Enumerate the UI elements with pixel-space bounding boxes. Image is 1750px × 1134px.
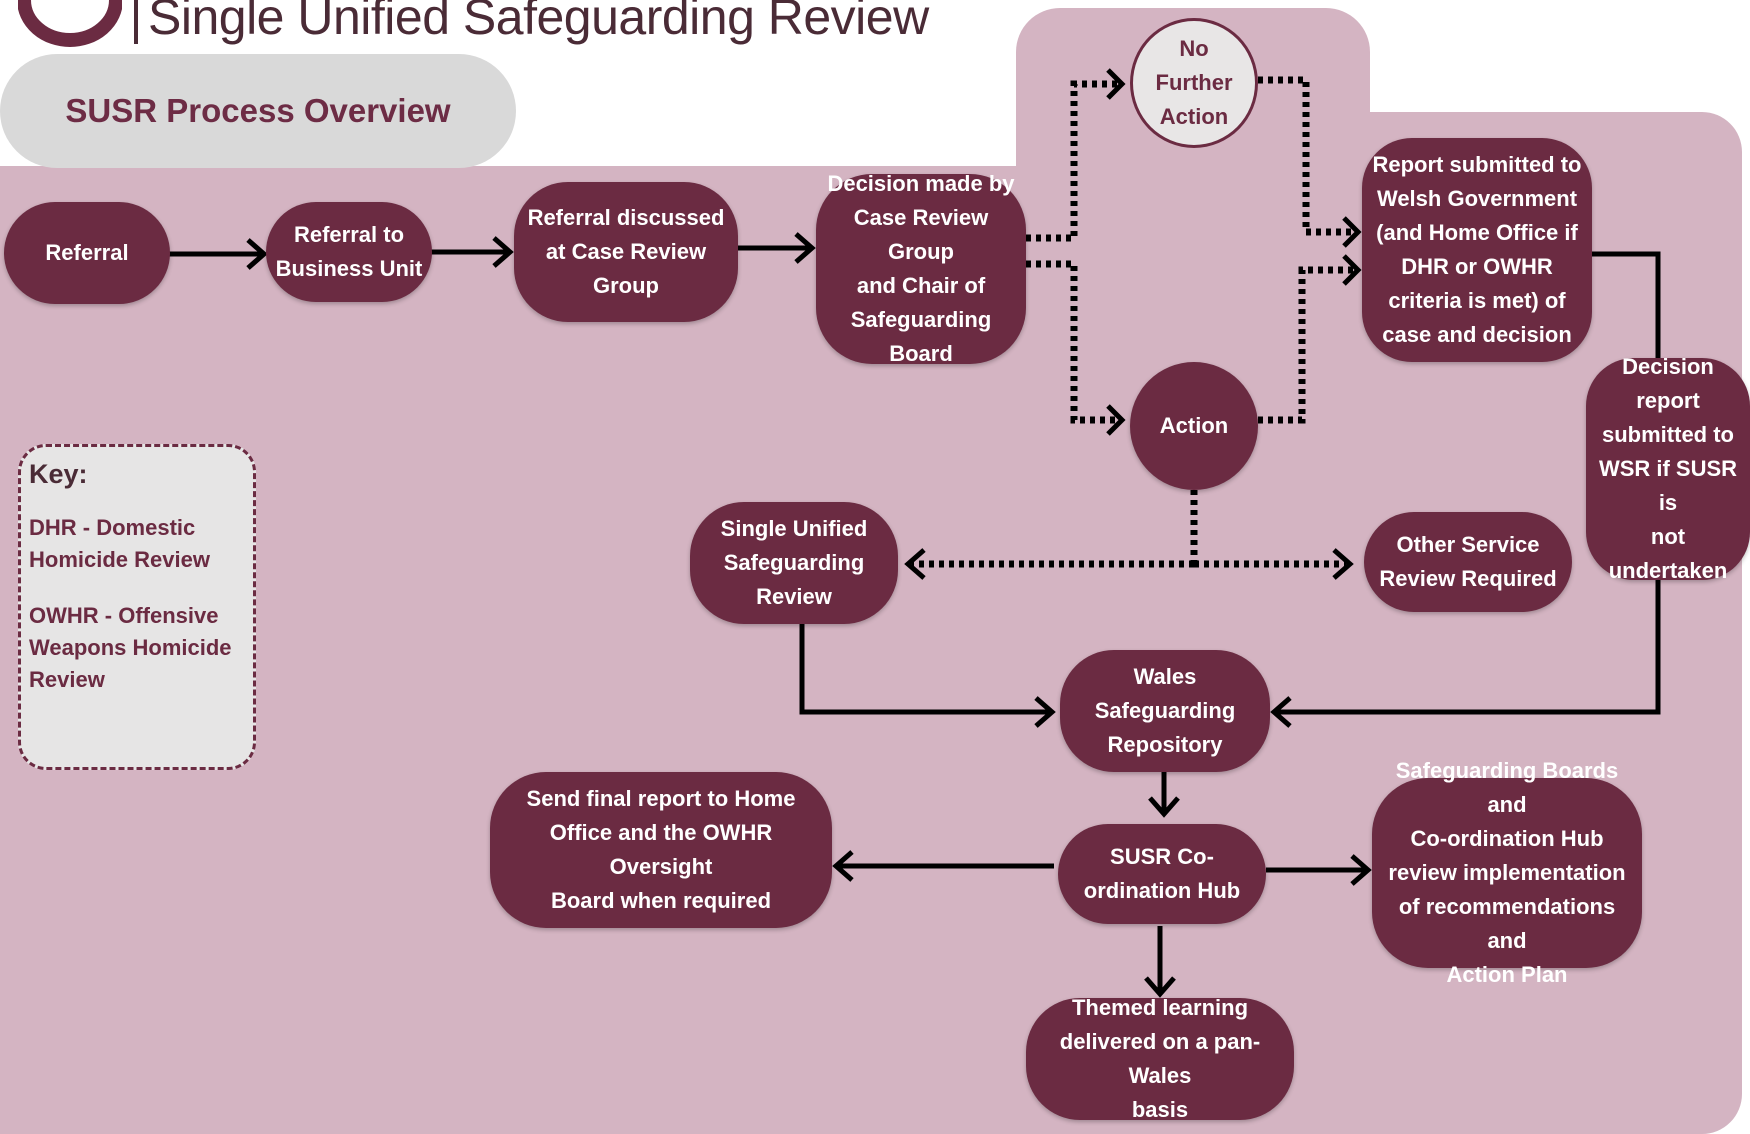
dotted-nfa-to-report: [1258, 76, 1356, 236]
arrow-decision-report-to-wsr: [1274, 580, 1661, 715]
node-susr-label: Single Unified Safeguarding Review: [720, 515, 868, 610]
node-wsr: Wales Safeguarding Repository: [1060, 650, 1270, 772]
node-action: Action: [1130, 362, 1258, 490]
node-send-final-report-label: Send final report to Home Office and the…: [526, 785, 796, 914]
node-report-welsh-gov-label: Report submitted to Welsh Government (an…: [1372, 151, 1582, 348]
node-report-welsh-gov: Report submitted to Welsh Government (an…: [1362, 138, 1592, 362]
page-title: Single Unified Safeguarding Review: [148, 0, 929, 45]
node-business-unit: Referral to Business Unit: [266, 202, 432, 302]
node-decision: Decision made by Case Review Group and C…: [816, 171, 1026, 366]
node-themed-learning-label: Themed learning delivered on a pan-Wales…: [1059, 994, 1261, 1123]
process-overview-label: SUSR Process Overview: [0, 54, 516, 168]
node-decision-report-wsr: Decision report submitted to WSR if SUSR…: [1586, 354, 1750, 583]
node-no-further-action-label: No Further Action: [1155, 35, 1233, 130]
node-coordination-hub: SUSR Co- ordination Hub: [1058, 824, 1266, 924]
node-boards-review: Safeguarding Boards and Co-ordination Hu…: [1372, 758, 1642, 987]
node-case-review: Referral discussed at Case Review Group: [514, 182, 738, 322]
node-decision-label: Decision made by Case Review Group and C…: [827, 170, 1015, 367]
node-business-unit-label: Referral to Business Unit: [275, 221, 423, 281]
arrow-susr-to-wsr: [799, 620, 1052, 715]
node-wsr-label: Wales Safeguarding Repository: [1094, 663, 1236, 758]
key-entry-dhr: DHR - Domestic Homicide Review: [29, 515, 210, 572]
node-boards-review-label: Safeguarding Boards and Co-ordination Hu…: [1388, 757, 1626, 988]
key-box: Key: DHR - Domestic Homicide Review OWHR…: [18, 444, 256, 770]
node-referral-label: Referral: [45, 239, 129, 265]
node-themed-learning: Themed learning delivered on a pan-Wales…: [1026, 995, 1294, 1122]
node-susr: Single Unified Safeguarding Review: [690, 502, 898, 624]
key-title: Key:: [29, 459, 88, 489]
dotted-decision-to-action: [1026, 260, 1120, 424]
node-other-service: Other Service Review Required: [1364, 512, 1572, 612]
dotted-action-to-report: [1258, 266, 1356, 424]
arrow-report-to-decision-report: [1590, 251, 1661, 358]
node-referral: Referral: [4, 202, 170, 304]
node-case-review-label: Referral discussed at Case Review Group: [527, 204, 725, 299]
node-no-further-action: No Further Action: [1130, 18, 1258, 148]
key-entry-owhr: OWHR - Offensive Weapons Homicide Review: [29, 602, 232, 692]
node-other-service-label: Other Service Review Required: [1379, 531, 1557, 591]
dotted-decision-to-nfa: [1026, 80, 1120, 242]
node-decision-report-wsr-label: Decision report submitted to WSR if SUSR…: [1598, 353, 1738, 584]
logo-icon: [18, 0, 122, 47]
title-divider: [134, 0, 138, 44]
node-coordination-hub-label: SUSR Co- ordination Hub: [1083, 843, 1241, 903]
node-send-final-report: Send final report to Home Office and the…: [490, 772, 832, 928]
node-action-label: Action: [1159, 412, 1229, 438]
